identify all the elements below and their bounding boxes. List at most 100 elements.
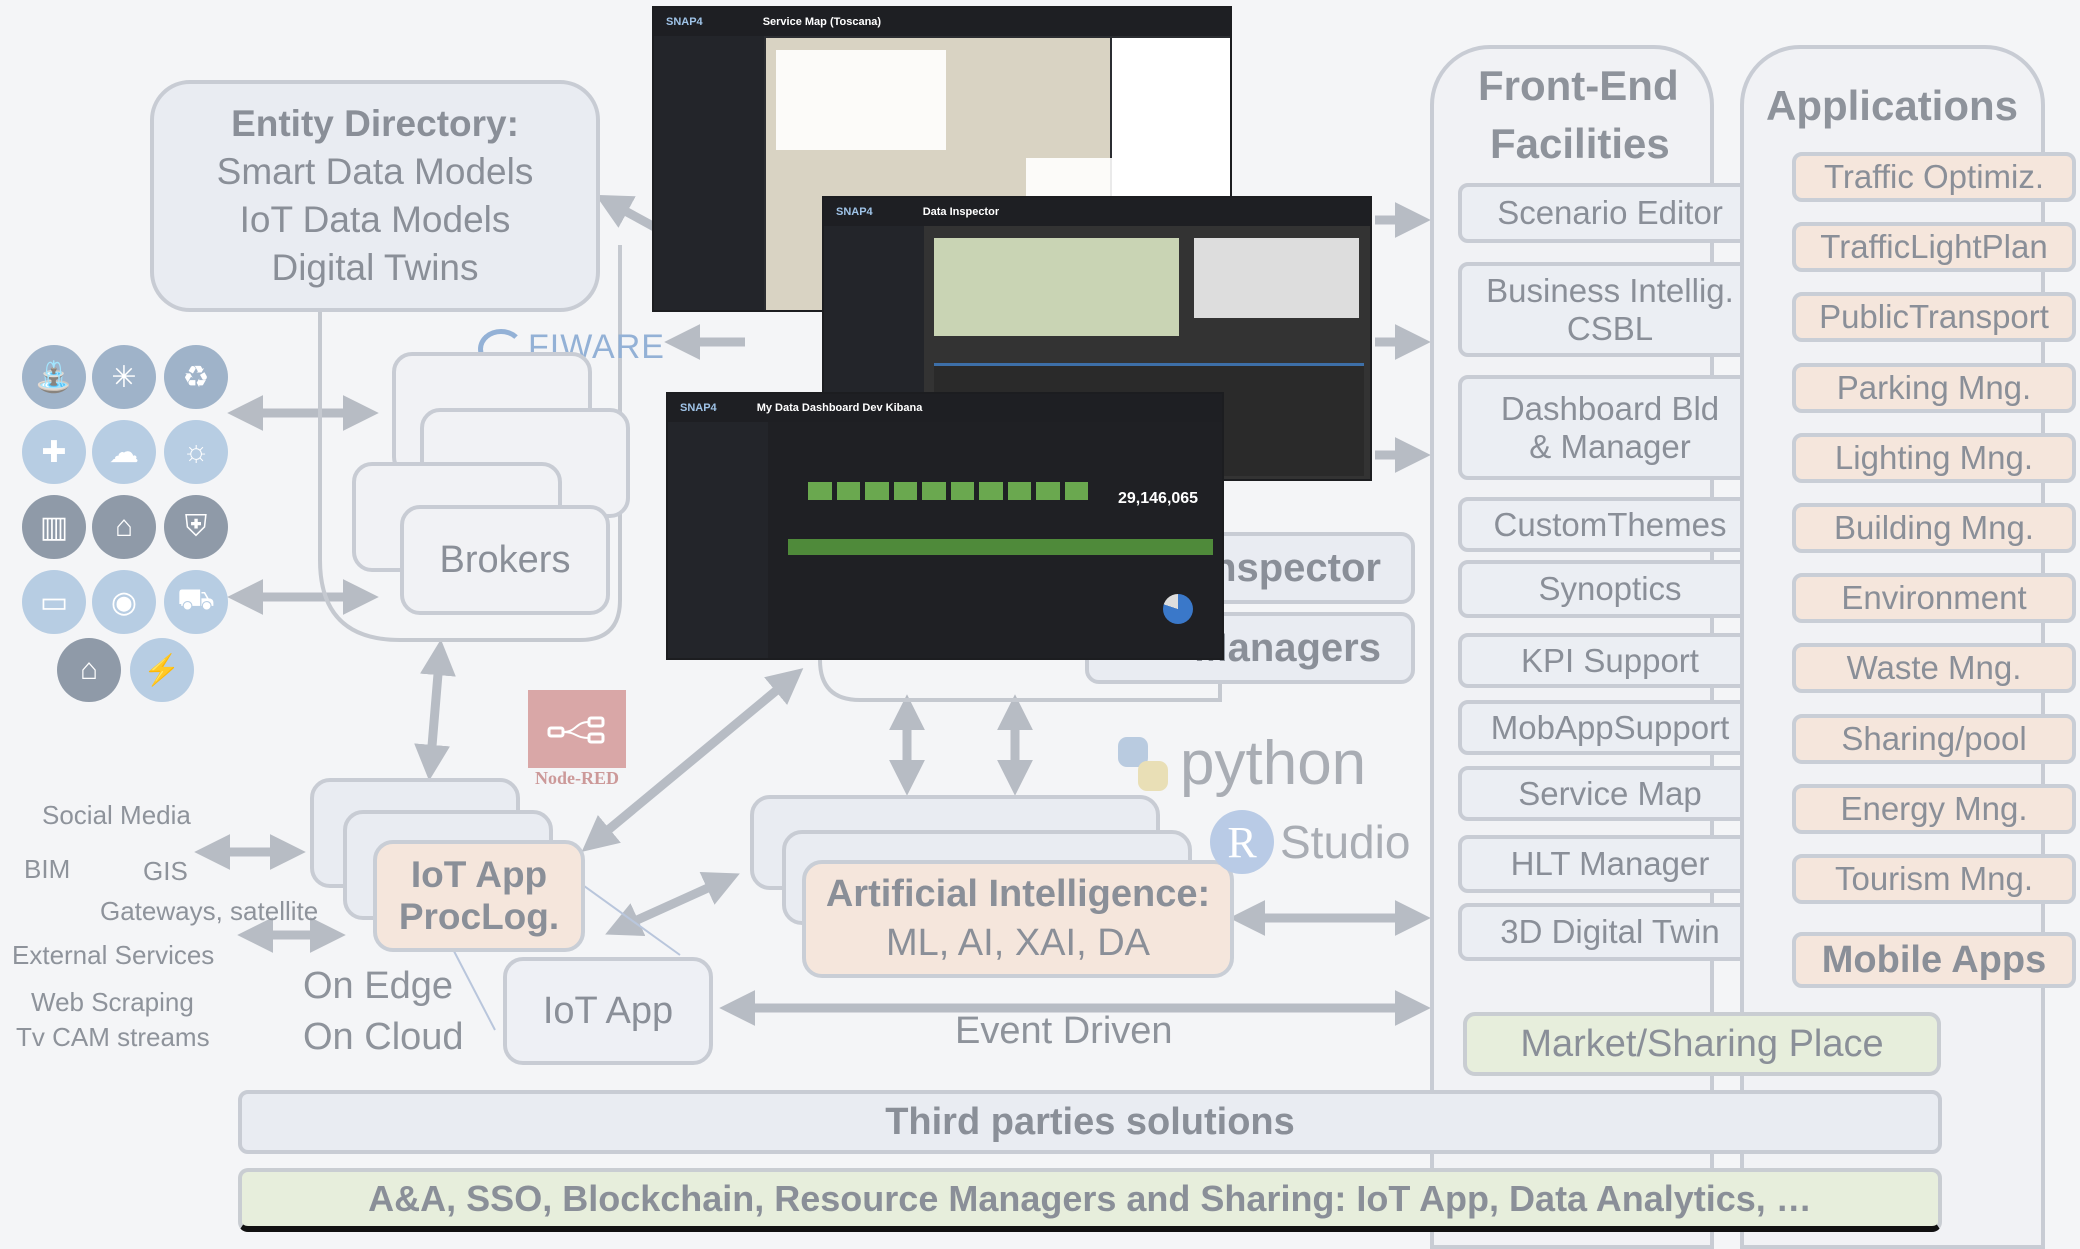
application-item: PublicTransport: [1792, 292, 2076, 343]
applications-title: Applications: [1766, 82, 2019, 129]
source-external-services: External Services: [12, 940, 215, 970]
frontend-item: HLT Manager: [1458, 835, 1762, 893]
car-icon: ⛟: [164, 570, 228, 634]
on-cloud-label: On Cloud: [303, 1016, 464, 1058]
application-item: TrafficLightPlan: [1792, 222, 2076, 273]
frontend-item-label: HLT Manager: [1510, 845, 1710, 882]
medical-icon: ✚: [22, 420, 86, 484]
frontend-item: MobAppSupport: [1458, 700, 1762, 755]
frontend-item: Business Intellig.CSBL: [1458, 262, 1762, 357]
laptop-icon: ▭: [22, 570, 86, 634]
application-item: Tourism Mng.: [1792, 854, 2076, 904]
chat-icon: ☁: [92, 420, 156, 484]
third-parties-bar: Third parties solutions: [238, 1090, 1942, 1154]
frontend-item-label: & Manager: [1529, 427, 1691, 465]
frontend-item-label: Service Map: [1518, 774, 1702, 812]
application-item: Energy Mng.: [1792, 783, 2076, 834]
source-web-scraping: Web Scraping: [31, 987, 194, 1017]
source-social-media: Social Media: [42, 800, 191, 830]
iot-app-proclog-line: ProcLog.: [398, 896, 560, 937]
frontend-title-line: Facilities: [1490, 120, 1670, 167]
node-red-logo: Node-RED: [528, 690, 626, 790]
application-item: Lighting Mng.: [1792, 432, 2076, 483]
frontend-item: Dashboard Bld& Manager: [1458, 375, 1762, 480]
snap4-logo: SNAP4: [680, 402, 717, 414]
application-item: Sharing/pool: [1792, 713, 2076, 764]
entity-directory-box: Entity Directory: Smart Data Models IoT …: [150, 80, 600, 312]
graduation-cap-icon: ⌂: [57, 638, 121, 702]
application-item: Building Mng.: [1792, 503, 2076, 553]
network-icon: ✳: [92, 345, 156, 409]
ai-subtitle: ML, AI, XAI, DA: [886, 922, 1150, 964]
frontend-title-line: Front-End: [1478, 62, 1679, 109]
rstudio-logo: R Studio: [1210, 810, 1410, 874]
node-red-icon: [528, 690, 626, 768]
brokers-box: Brokers: [400, 505, 610, 615]
ai-box: Artificial Intelligence: ML, AI, XAI, DA: [802, 860, 1234, 978]
water-tap-icon: ⛲: [22, 345, 86, 409]
application-item: Environment: [1792, 573, 2076, 624]
application-item: Parking Mng.: [1792, 362, 2076, 413]
dashboard-kpi: 29,146,065: [1118, 490, 1199, 507]
dashboard-timeline: [788, 539, 1213, 555]
frontend-item-label: Business Intellig.: [1486, 271, 1734, 309]
screenshot-sidebar: [654, 36, 764, 310]
frontend-item-label: CSBL: [1566, 309, 1654, 347]
building-icon: ▥: [22, 495, 86, 559]
arrow-to-entity: [595, 194, 663, 234]
frontend-item: 3D Digital Twin: [1458, 903, 1762, 961]
frontend-item-label: Synoptics: [1538, 570, 1682, 607]
frontend-item-label: 3D Digital Twin: [1500, 913, 1720, 950]
source-gis: GIS: [143, 856, 188, 886]
frontend-item-label: Scenario Editor: [1497, 194, 1723, 231]
frontend-item: KPI Support: [1458, 633, 1762, 688]
frontend-item: Scenario Editor: [1458, 183, 1762, 243]
entity-brokers-bracket: [318, 245, 622, 642]
entity-directory-line: Digital Twins: [271, 247, 479, 288]
node-red-label: Node-RED: [535, 768, 619, 788]
dashboard-bars: [808, 482, 1088, 500]
iot-app-proclog-box: IoT App ProcLog.: [373, 840, 585, 952]
frontend-item: CustomThemes: [1458, 497, 1762, 552]
dashboard-pie: [1163, 594, 1193, 624]
entity-directory-line: IoT Data Models: [239, 199, 511, 240]
lightbulb-icon: ☼: [164, 420, 228, 484]
lightning-icon: ⚡: [130, 638, 194, 702]
frontend-item-label: CustomThemes: [1493, 505, 1727, 543]
ai-title: Artificial Intelligence:: [825, 873, 1211, 915]
r-circle-icon: R: [1210, 810, 1274, 874]
source-bim: BIM: [24, 854, 71, 884]
market-sharing-box: Market/Sharing Place: [1463, 1012, 1941, 1076]
snap4-logo: SNAP4: [836, 206, 873, 218]
bottom-services-bar: A&A, SSO, Blockchain, Resource Managers …: [238, 1168, 1942, 1232]
inspector-widgets: [1194, 238, 1359, 318]
application-item: Waste Mng.: [1792, 643, 2076, 694]
event-driven-label: Event Driven: [955, 1010, 1173, 1052]
arrow-iot-dashboard: [581, 668, 804, 852]
inspector-box: Inspector: [1085, 532, 1415, 604]
on-edge-label: On Edge: [303, 965, 453, 1007]
recycle-icon: ♻: [164, 345, 228, 409]
python-snake-icon: [1118, 736, 1168, 791]
home-icon: ⌂: [92, 495, 156, 559]
snap4-logo: SNAP4: [666, 16, 703, 28]
entity-directory-line: Smart Data Models: [216, 151, 534, 192]
source-tv-cam: Tv CAM streams: [16, 1022, 210, 1052]
frontend-item-label: Dashboard Bld: [1500, 389, 1720, 427]
screenshot-sidebar: [668, 422, 768, 658]
iot-app-box: IoT App: [503, 957, 713, 1065]
iot-app-proclog-line: IoT App: [410, 854, 548, 895]
arrow-brokers-iot: [414, 639, 456, 781]
mobile-apps-box: Mobile Apps: [1792, 932, 2076, 988]
entity-directory-title: Entity Directory:: [231, 103, 519, 144]
frontend-item-label: KPI Support: [1521, 641, 1699, 679]
application-item: Traffic Optimiz.: [1792, 152, 2076, 202]
ai-bracket: [818, 600, 1222, 702]
camera-icon: ◉: [92, 570, 156, 634]
frontend-item-label: MobAppSupport: [1490, 708, 1730, 746]
